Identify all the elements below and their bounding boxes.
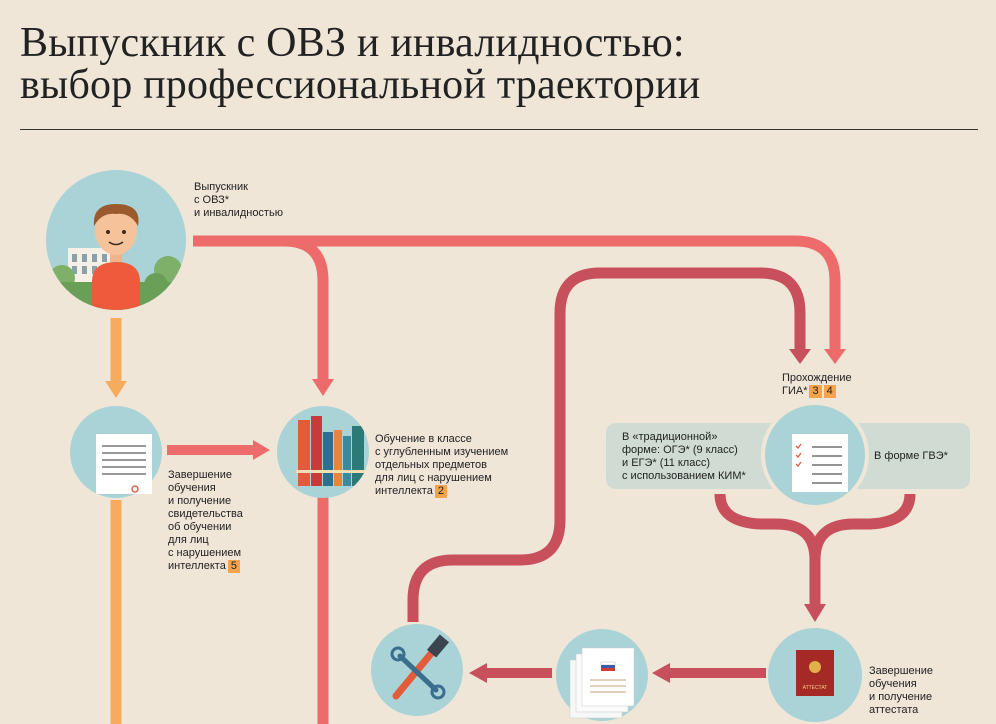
arrow-graduate-to-class: [283, 235, 329, 380]
documents-stack-icon: [569, 647, 635, 719]
books-icon: [296, 416, 366, 486]
class-badge: 2: [434, 485, 447, 498]
arrow-forms-merge: [714, 493, 916, 606]
gve-form-label: В форме ГВЭ*: [874, 450, 948, 462]
documents-node: [556, 629, 648, 721]
page-title: Выпускник с ОВЗ и инвалидностью: выбор п…: [20, 22, 700, 106]
attestat-label: Завершение обучения и получение аттестат…: [869, 665, 933, 716]
graduate-node: [46, 170, 186, 310]
title-line-1: Выпускник с ОВЗ и инвалидностью:: [20, 20, 685, 66]
arrow-head-gia-right: [824, 349, 846, 364]
arrow-head-gia-left: [789, 349, 811, 364]
certificate-badge: 5: [227, 560, 240, 573]
arrow-head-tools: [469, 663, 487, 683]
certificate-document-icon: [96, 434, 152, 494]
graduate-label: Выпускник с ОВЗ* и инвалидностью: [194, 181, 283, 219]
tools-icon: [390, 634, 450, 700]
traditional-form-label: В «традиционной» форме: ОГЭ* (9 класс) и…: [622, 431, 746, 482]
gia-badge-2: 4: [823, 385, 836, 398]
gia-node: [761, 401, 869, 509]
arrow-tools-to-gia: [407, 267, 806, 622]
tools-node: [371, 624, 463, 716]
attestat-book-icon: [796, 650, 834, 696]
class-node: [277, 406, 369, 498]
arrow-head-cert-class: [253, 440, 270, 460]
arrow-head-docs: [652, 663, 670, 683]
attestat-doc-label: АТТЕСТАТ: [802, 685, 828, 691]
class-label: Обучение в классе с углубленным изучение…: [375, 433, 508, 498]
arrow-head-certificate: [105, 381, 127, 398]
title-line-2: выбор профессиональной траектории: [20, 62, 701, 108]
certificate-label-text: Завершение обучения и получение свидетел…: [168, 469, 243, 572]
title-divider: [20, 129, 978, 130]
gia-badge-1: 3: [809, 385, 822, 398]
arrow-graduate-to-gia: [193, 235, 841, 350]
gia-label-text: Прохождение ГИА*: [782, 372, 852, 397]
arrow-head-class: [312, 379, 334, 396]
attestat-node: [768, 628, 862, 722]
certificate-label: Завершение обучения и получение свидетел…: [168, 469, 243, 573]
checklist-icon: [792, 434, 848, 492]
certificate-node: [70, 406, 162, 498]
class-label-text: Обучение в классе с углубленным изучение…: [375, 433, 509, 497]
arrow-head-attestat: [804, 604, 826, 622]
